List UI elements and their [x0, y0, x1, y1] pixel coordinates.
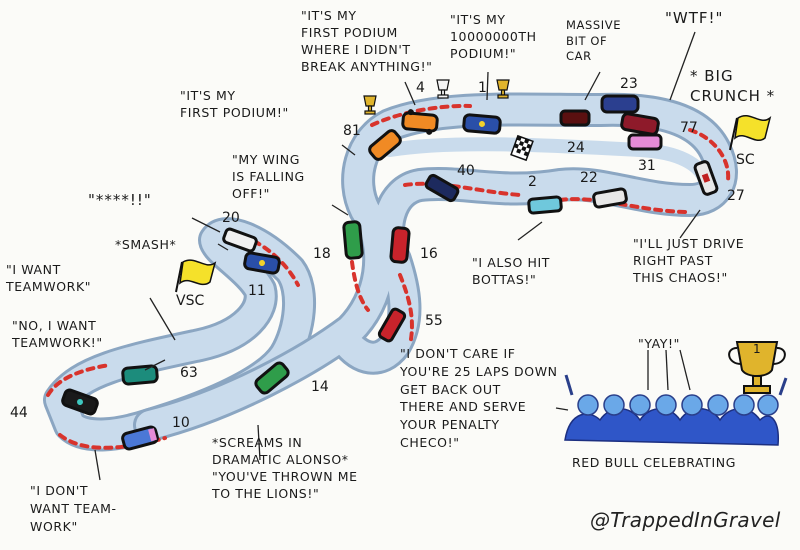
- kerb-1: [230, 230, 300, 287]
- car-number-44: 44: [10, 405, 28, 421]
- quote-screams-alonso: *SCREAMS IN DRAMATIC ALONSO* "YOU'VE THR…: [212, 435, 358, 501]
- car-20: [222, 227, 258, 253]
- car-number-18: 18: [313, 246, 331, 262]
- trophy-icon: [363, 95, 377, 115]
- trophy-icon: [496, 79, 510, 99]
- track-pitlane: [383, 137, 712, 187]
- car-2: [527, 195, 563, 215]
- kerb-8: [350, 260, 370, 312]
- sc-flag-icon: [729, 115, 772, 151]
- quote-first-podium-nobreak: "IT'S MY FIRST PODIUM WHERE I DIDN'T BRE…: [301, 8, 433, 74]
- trophy-number: 1: [753, 342, 761, 356]
- kerb-9: [398, 273, 414, 347]
- car-number-10: 10: [172, 415, 190, 431]
- car-number-81: 81: [343, 123, 361, 139]
- car-number-27: 27: [727, 188, 745, 204]
- car-number-24: 24: [567, 140, 585, 156]
- big-trophy-icon: [728, 341, 786, 394]
- car-4: [401, 109, 439, 135]
- car-44: [61, 388, 99, 416]
- label-red-bull-celebrating: RED BULL CELEBRATING: [572, 455, 736, 470]
- car-number-1: 1: [478, 80, 487, 96]
- vsc-flag-icon: [175, 259, 217, 293]
- quote-want-teamwork: "I WANT TEAMWORK": [6, 262, 92, 294]
- trophy-icon: [436, 79, 450, 99]
- speech-pointers: [94, 31, 701, 481]
- car-number-23: 23: [620, 76, 638, 92]
- car-18: [342, 220, 364, 260]
- car-14: [254, 361, 290, 395]
- quote-also-hit-bottas: "I ALSO HIT BOTTAS!": [472, 255, 550, 287]
- track-surface: [43, 92, 738, 452]
- car-22: [592, 187, 628, 209]
- car-number-20: 20: [222, 210, 240, 226]
- quote-stars: "****!!": [88, 191, 152, 209]
- car-23: [600, 94, 640, 114]
- kerb-2: [370, 103, 472, 127]
- quote-hundredth-podium: "IT'S MY 10000000TH PODIUM!": [450, 12, 537, 61]
- car-number-40: 40: [457, 163, 475, 179]
- car-31: [627, 133, 663, 151]
- car-63: [121, 364, 159, 386]
- car-number-63: 63: [180, 365, 198, 381]
- car-number-55: 55: [425, 313, 443, 329]
- car-number-31: 31: [638, 158, 656, 174]
- car-16: [389, 226, 411, 264]
- car-1: [462, 113, 502, 135]
- kerb-6: [46, 363, 112, 397]
- car-81: [368, 129, 402, 161]
- car-number-14: 14: [311, 379, 329, 395]
- label-vsc: VSC: [176, 293, 205, 309]
- quote-wtf: "WTF!": [665, 9, 724, 27]
- quote-no-want-teamwork: "NO, I WANT TEAMWORK!": [12, 318, 103, 350]
- label-sc: SC: [736, 152, 755, 168]
- car-number-11: 11: [248, 283, 266, 299]
- quote-dont-care: "I DON'T CARE IF YOU'RE 25 LAPS DOWN GET…: [400, 346, 558, 450]
- red-bull-crowd: [564, 374, 788, 446]
- car-77: [620, 112, 660, 136]
- car-number-16: 16: [420, 246, 438, 262]
- artist-credit: @TrappedInGravel: [590, 508, 781, 532]
- quote-yay: "YAY!": [638, 336, 680, 351]
- quote-first-podium: "IT'S MY FIRST PODIUM!": [180, 88, 289, 120]
- car-massive: [559, 109, 591, 127]
- car-10: [121, 425, 159, 451]
- cars: [61, 94, 719, 451]
- car-number-22: 22: [580, 170, 598, 186]
- chequered-flag-icon: [510, 134, 534, 162]
- label-big-crunch: * BIG CRUNCH *: [690, 67, 776, 106]
- car-number-4: 4: [416, 80, 425, 96]
- car-11: [243, 251, 281, 275]
- car-40: [424, 173, 460, 203]
- label-massive-bit-of-car: MASSIVE BIT OF CAR: [566, 18, 622, 64]
- quote-drive-past-chaos: "I'LL JUST DRIVE RIGHT PAST THIS CHAOS!": [633, 236, 745, 285]
- car-55: [377, 307, 407, 343]
- kerb-4: [403, 181, 522, 197]
- kerb-3: [688, 128, 731, 182]
- car-number-2: 2: [528, 174, 537, 190]
- label-smash: *SMASH*: [115, 237, 177, 252]
- quote-wing-falling: "MY WING IS FALLING OFF!": [232, 152, 305, 201]
- car-27: [693, 160, 719, 196]
- quote-dont-want-teamwork: "I DON'T WANT TEAM- WORK": [30, 483, 117, 535]
- car-number-77: 77: [680, 120, 698, 136]
